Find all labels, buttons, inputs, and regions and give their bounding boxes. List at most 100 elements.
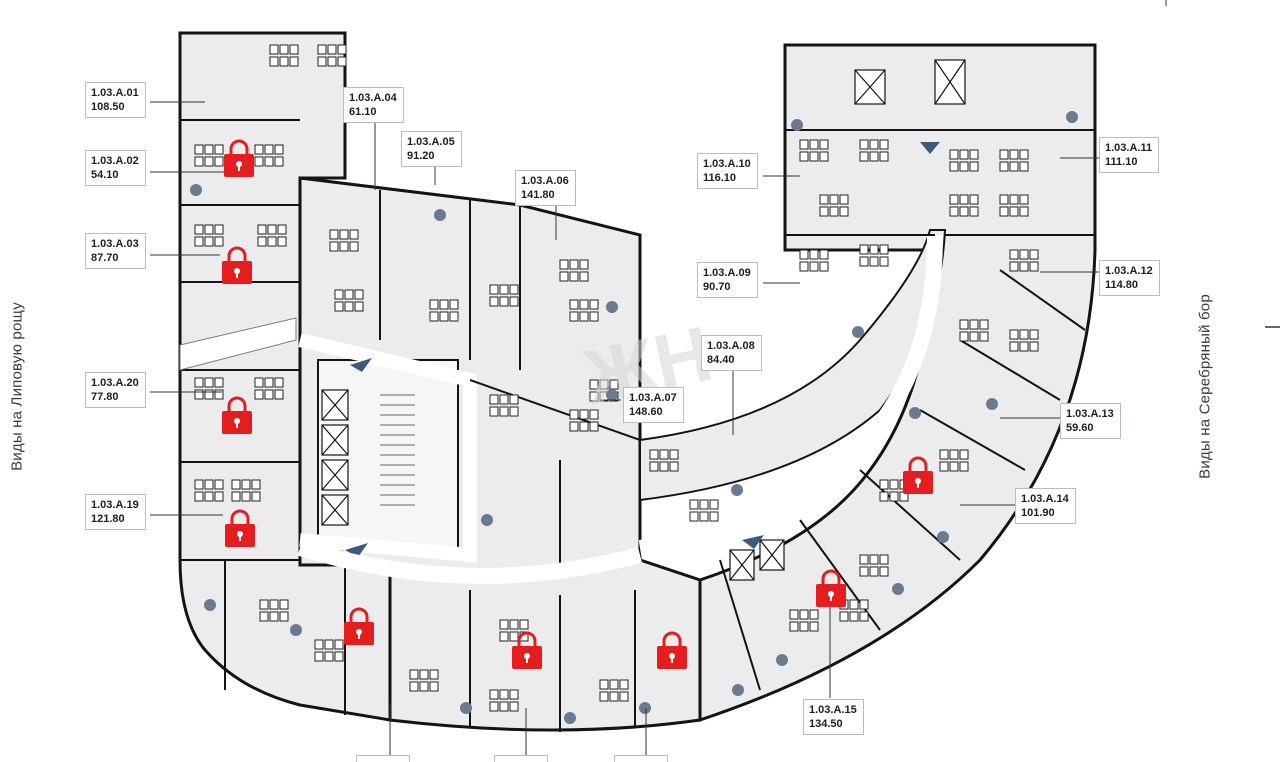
lock-icon[interactable] xyxy=(220,395,254,435)
desk-icon xyxy=(999,194,1009,205)
desk-icon xyxy=(339,229,349,240)
plant-icon xyxy=(460,702,472,714)
desk-icon xyxy=(969,206,979,217)
desk-icon xyxy=(204,156,214,167)
desk-icon xyxy=(349,229,359,240)
lock-icon[interactable] xyxy=(655,630,689,670)
desk-icon xyxy=(609,691,619,702)
desk-icon xyxy=(509,619,519,630)
desk-icon xyxy=(1019,149,1029,160)
desk-icon xyxy=(1009,206,1019,217)
desk-icon xyxy=(317,44,327,55)
desk-icon xyxy=(349,241,359,252)
desk-icon xyxy=(1009,261,1019,272)
desk-icon xyxy=(659,461,669,472)
desk-icon xyxy=(449,299,459,310)
desk-icon xyxy=(709,511,719,522)
desk-icon xyxy=(334,289,344,300)
desk-icon xyxy=(264,144,274,155)
desk-icon xyxy=(489,689,499,700)
desk-icon xyxy=(589,299,599,310)
desk-icon xyxy=(799,609,809,620)
desk-icon xyxy=(277,236,287,247)
desk-icon xyxy=(334,639,344,650)
desk-icon xyxy=(289,44,299,55)
desk-icon xyxy=(609,679,619,690)
desk-icon xyxy=(231,479,241,490)
desk-icon xyxy=(1009,161,1019,172)
desk-icon xyxy=(327,44,337,55)
lock-icon[interactable] xyxy=(814,568,848,608)
desk-icon xyxy=(589,391,599,402)
desk-icon xyxy=(334,651,344,662)
desk-icon xyxy=(809,151,819,162)
desk-icon xyxy=(264,377,274,388)
desk-icon xyxy=(1009,249,1019,260)
desk-icon xyxy=(699,511,709,522)
plant-icon xyxy=(639,702,651,714)
desk-icon xyxy=(859,151,869,162)
desk-icon xyxy=(939,449,949,460)
desk-icon xyxy=(204,377,214,388)
lock-icon[interactable] xyxy=(222,138,256,178)
desk-icon xyxy=(214,389,224,400)
desk-icon xyxy=(289,56,299,67)
desk-icon xyxy=(429,669,439,680)
desk-icon xyxy=(324,639,334,650)
desk-icon xyxy=(839,206,849,217)
desk-icon xyxy=(269,44,279,55)
lock-icon[interactable] xyxy=(220,245,254,285)
lock-icon[interactable] xyxy=(510,630,544,670)
desk-icon xyxy=(599,379,609,390)
desk-icon xyxy=(879,244,889,255)
desk-icon xyxy=(949,461,959,472)
desk-icon xyxy=(999,161,1009,172)
desk-icon xyxy=(509,631,519,642)
desk-icon xyxy=(314,639,324,650)
lock-icon[interactable] xyxy=(901,455,935,495)
desk-icon xyxy=(279,56,289,67)
desk-icon xyxy=(489,284,499,295)
desk-icon xyxy=(489,701,499,712)
stair-icon xyxy=(380,394,415,506)
desk-icon xyxy=(314,651,324,662)
lock-icon[interactable] xyxy=(223,508,257,548)
desk-icon xyxy=(279,44,289,55)
desk-icon xyxy=(214,156,224,167)
desk-icon xyxy=(259,611,269,622)
desk-icon xyxy=(439,299,449,310)
desk-icon xyxy=(214,144,224,155)
elevator-icon xyxy=(729,59,966,581)
lock-icon[interactable] xyxy=(342,606,376,646)
desk-icon xyxy=(869,566,879,577)
desk-icon xyxy=(879,256,889,267)
desk-icon xyxy=(969,149,979,160)
desk-icon xyxy=(499,631,509,642)
right-wing-floor xyxy=(698,43,1097,723)
desk-icon xyxy=(204,479,214,490)
desk-icon xyxy=(194,156,204,167)
desk-icon xyxy=(1009,149,1019,160)
desk-icon xyxy=(859,244,869,255)
desk-icon xyxy=(269,611,279,622)
desk-icon xyxy=(589,379,599,390)
desk-icon xyxy=(579,299,589,310)
desk-icon xyxy=(809,249,819,260)
